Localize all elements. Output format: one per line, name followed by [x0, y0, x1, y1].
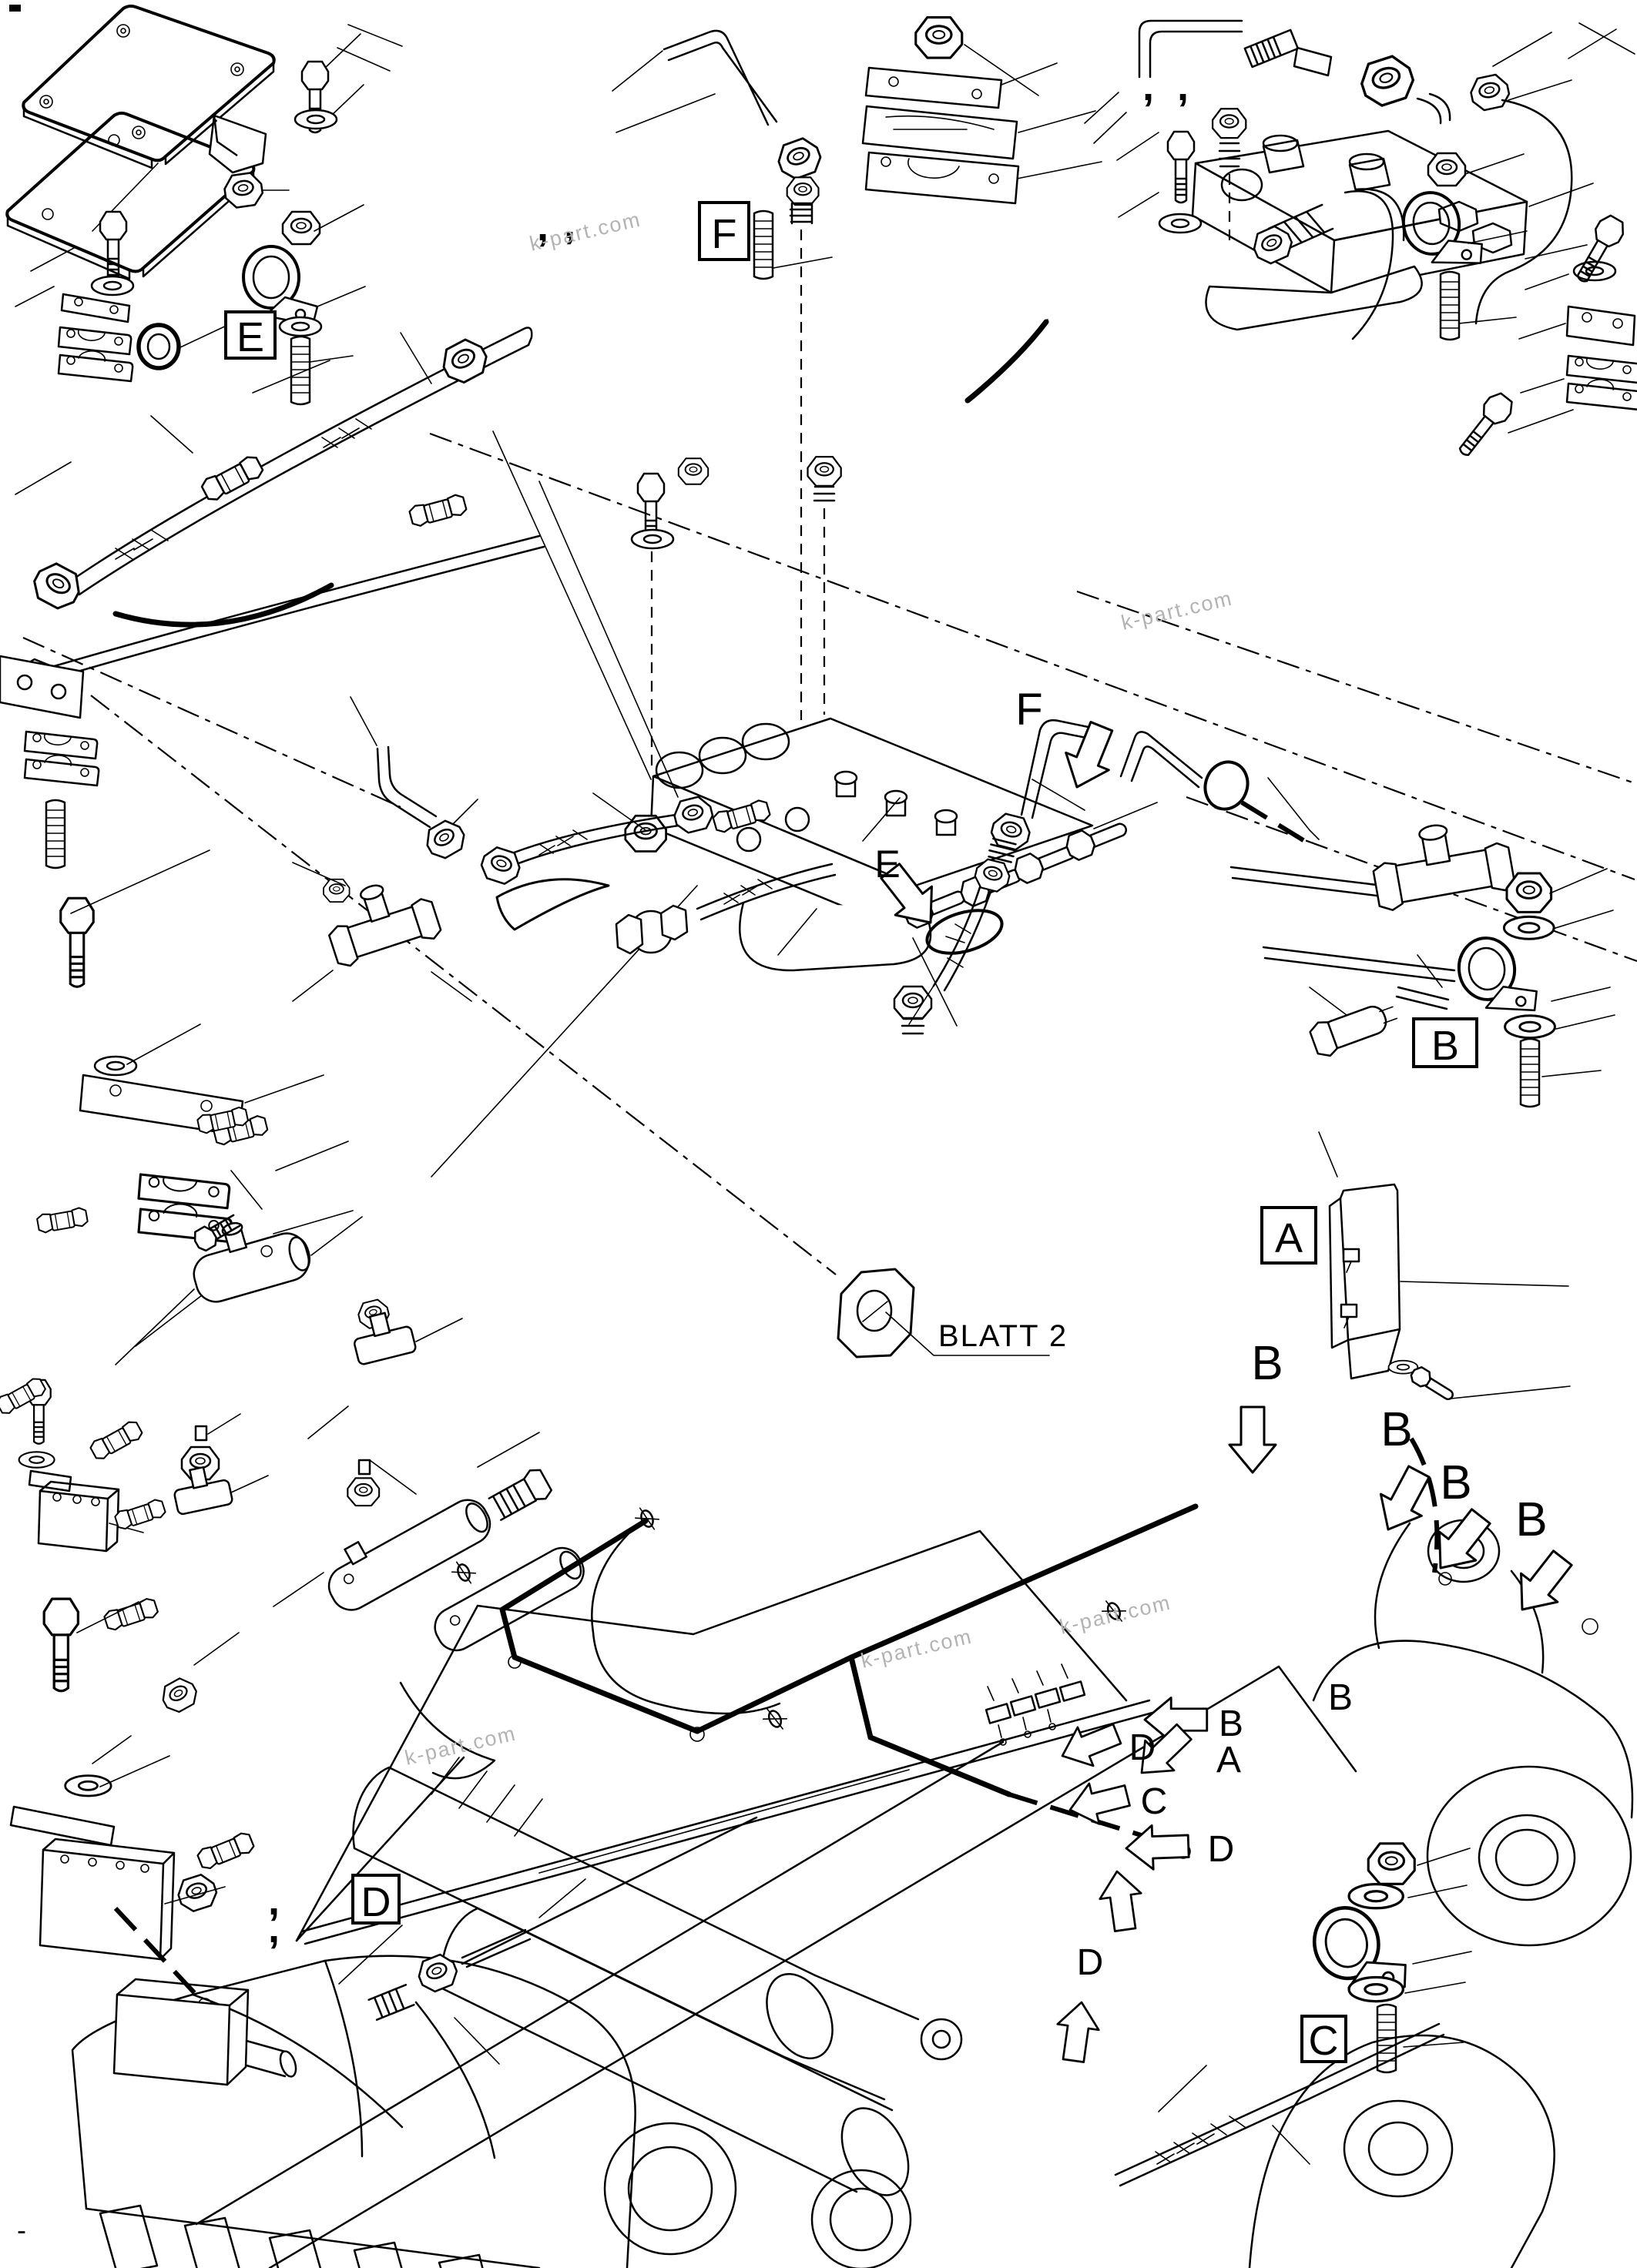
marker-b-3: B: [1440, 1456, 1471, 1509]
elbow-fitting-top-center: [612, 29, 833, 720]
marker-e: E: [874, 843, 900, 886]
comma: ,: [268, 1905, 280, 1951]
center-manifold-assembly: [431, 430, 1158, 1178]
marker-b-5: B: [1219, 1704, 1243, 1744]
marker-a: A: [1216, 1740, 1241, 1781]
right-t-fitting-cluster: [1229, 824, 1615, 1108]
clamp-hardware-column-e: [15, 204, 366, 628]
bucket-teeth: [99, 2204, 484, 2268]
marker-b-2: B: [1380, 1403, 1412, 1456]
marker-d-2: D: [1208, 1829, 1235, 1870]
blatt2-reference: BLATT 2: [837, 1268, 1068, 1358]
mini-valve-cluster: [985, 1663, 1086, 1746]
comma: ,: [537, 203, 548, 250]
clamp-hardware-column-f: [861, 15, 1102, 205]
arrow-d3-up: [1095, 1867, 1147, 1934]
comma: ,: [268, 1878, 280, 1924]
marker-c: C: [1141, 1781, 1168, 1822]
callout-box-f: F: [698, 201, 750, 261]
arrow-b1: [1228, 1405, 1277, 1474]
center-fitting-chains: [292, 696, 1320, 1025]
watermark: k-part.com: [403, 1721, 518, 1769]
corner-mark: [9, 5, 21, 12]
arrow-b4: [1502, 1543, 1582, 1625]
comma: ,: [564, 201, 575, 247]
callout-letter-e: E: [236, 314, 264, 360]
t-fitting-small2: [173, 1466, 233, 1516]
sheet-note: BLATT 2: [938, 1319, 1068, 1353]
junction-box-column: [9, 1497, 226, 1961]
callout-letter-d: D: [361, 1879, 391, 1925]
relay-box-assembly: [18, 1206, 269, 1553]
cover-plate-assembly: [5, 4, 403, 280]
arrow-b2: [1367, 1459, 1441, 1542]
marker-b-6: B: [1328, 1677, 1353, 1718]
check-valve-assembly: [115, 1105, 463, 1439]
marker-b-1: B: [1251, 1337, 1283, 1390]
callout-box-d: D: [351, 1874, 401, 1925]
marker-f: F: [1015, 685, 1042, 735]
callout-box-b: B: [1412, 1017, 1478, 1069]
callout-letter-c: C: [1309, 2018, 1339, 2064]
t-fitting-left: [327, 884, 442, 967]
callout-box-e: E: [224, 310, 277, 360]
comma: ,: [1177, 63, 1189, 109]
callout-letter-b: B: [1431, 1023, 1459, 1069]
clamp-assembly-c: [1114, 1842, 1472, 2187]
comma: ,: [1142, 63, 1154, 109]
bottom-dash: -: [17, 2214, 26, 2246]
watermark: k-part.com: [1058, 1590, 1173, 1638]
callout-letter-f: F: [712, 211, 737, 257]
inline-cylinder-chain: [0, 1375, 585, 1764]
arrow-d4-up: [1052, 1998, 1104, 2065]
hose-run-upper-left: [0, 327, 545, 1244]
callout-letter-a: A: [1275, 1215, 1303, 1261]
marker-d-1: D: [1129, 1727, 1156, 1768]
callout-box-a: A: [1260, 1206, 1317, 1265]
arrow-f: [1054, 716, 1125, 797]
t-fitting-small: [354, 1312, 417, 1365]
boom-piping: [113, 1437, 1598, 2013]
callout-box-c: C: [1300, 2015, 1347, 2064]
bucket-assembly: [71, 1830, 636, 2268]
watermark: k-part.com: [1119, 586, 1235, 634]
marker-d-3: D: [1077, 1942, 1104, 1983]
arrow-c: [1064, 1774, 1134, 1831]
centerlines: [22, 432, 1637, 1275]
marker-b-4: B: [1515, 1493, 1547, 1546]
upper-right-pipe-and-manifold: [964, 19, 1637, 463]
mounting-bracket-a: [1318, 1131, 1571, 1401]
watermark: k-part.com: [859, 1624, 974, 1672]
